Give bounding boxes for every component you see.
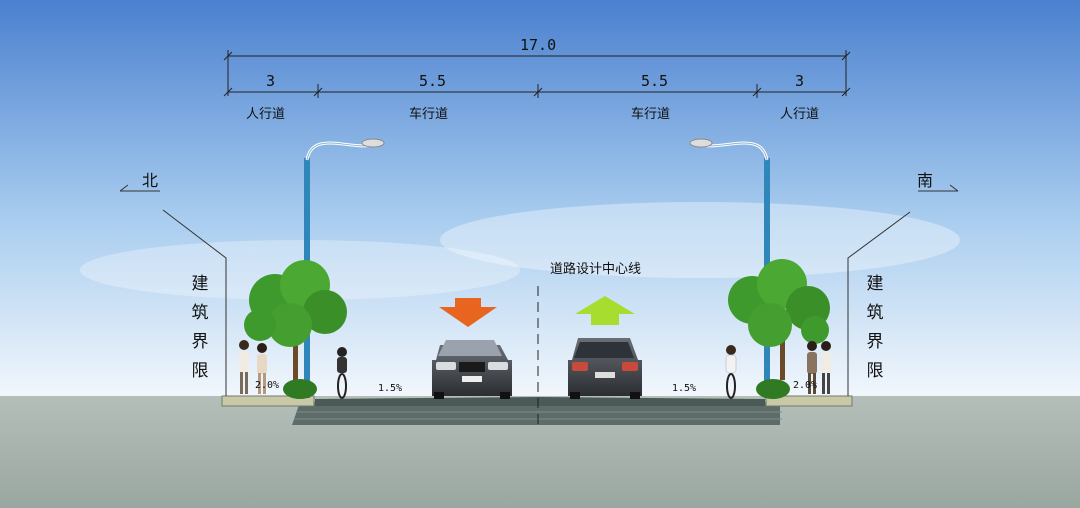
building-line-label-right: 建 筑 界 限 <box>866 274 884 381</box>
pedestrian-icon <box>239 340 249 394</box>
pedestrian-icon <box>257 343 267 394</box>
segment-label-sidewalk-left: 人行道 <box>246 107 286 122</box>
cloud <box>440 202 960 278</box>
traffic-arrow-icon <box>575 296 635 325</box>
traffic-arrow-icon <box>439 298 497 327</box>
slope-sidewalk-left: 2.0% <box>255 380 280 391</box>
direction-north-label: 北 <box>142 171 159 190</box>
segment-width-road-left: 5.5 <box>419 72 447 90</box>
direction-south-label: 南 <box>917 171 934 190</box>
building-line-left <box>119 184 227 396</box>
cyclist-icon <box>337 347 347 399</box>
segment-label-road-left: 车行道 <box>409 107 449 122</box>
sidewalk-right <box>765 395 853 407</box>
shrub <box>756 379 790 399</box>
slope-road-right: 1.5% <box>672 383 697 394</box>
sky <box>0 0 1080 398</box>
pedestrian-icon <box>807 341 817 394</box>
building-line-label-left: 建 筑 界 限 <box>191 274 209 381</box>
segment-label-road-right: 车行道 <box>631 107 671 122</box>
centerline-label: 道路设计中心线 <box>550 262 642 277</box>
car-icon <box>432 340 512 399</box>
tree-icon <box>244 260 347 380</box>
segment-width-sidewalk-left: 3 <box>266 72 276 90</box>
tree-icon <box>728 259 830 380</box>
road-top <box>315 397 765 406</box>
total-width-label: 17.0 <box>520 36 557 54</box>
pedestrian-icon <box>821 341 831 394</box>
shrub <box>283 379 317 399</box>
building-line-right <box>847 184 959 396</box>
segment-label-sidewalk-right: 人行道 <box>780 107 820 122</box>
car-icon <box>568 338 642 399</box>
slope-road-left: 1.5% <box>378 383 403 394</box>
cyclist-icon <box>725 345 737 399</box>
segment-width-road-right: 5.5 <box>641 72 669 90</box>
segment-width-sidewalk-right: 3 <box>795 72 805 90</box>
sidewalk-left <box>221 395 315 407</box>
slope-sidewalk-right: 2.0% <box>793 380 818 391</box>
dimension-lines <box>223 50 851 430</box>
